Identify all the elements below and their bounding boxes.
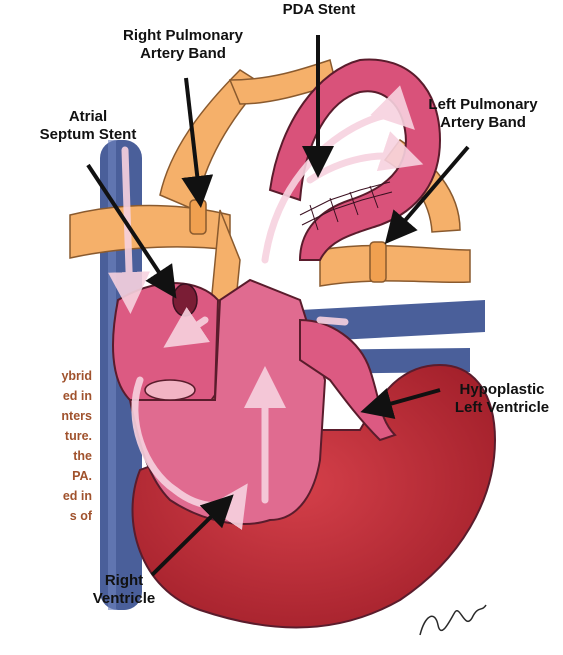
caption-fragment: ybrid ed in nters ture. the PA. ed in s … [0, 366, 92, 526]
caption-line: PA. [0, 466, 92, 486]
label-rv-line2: Ventricle [84, 590, 164, 608]
label-hlv-line1: Hypoplastic [442, 381, 562, 399]
tricuspid-valve [145, 380, 195, 400]
caption-line: ybrid [0, 366, 92, 386]
label-right-pulmonary-artery-band: Right Pulmonary Artery Band [98, 27, 268, 63]
label-right-ventricle: Right Ventricle [84, 572, 164, 608]
caption-line: ture. [0, 426, 92, 446]
artist-signature [420, 605, 486, 635]
label-lpab-line2: Artery Band [408, 114, 558, 132]
label-rpab-line1: Right Pulmonary [98, 27, 268, 45]
label-pda-stent-text: PDA Stent [274, 1, 364, 19]
label-atrial-septum-stent: Atrial Septum Stent [22, 108, 154, 144]
caption-line: ed in [0, 486, 92, 506]
label-ass-line2: Septum Stent [22, 126, 154, 144]
label-ass-line1: Atrial [22, 108, 154, 126]
label-rv-line1: Right [84, 572, 164, 590]
label-left-pulmonary-artery-band: Left Pulmonary Artery Band [408, 96, 558, 132]
label-lpab-line1: Left Pulmonary [408, 96, 558, 114]
label-rpab-line2: Artery Band [98, 45, 268, 63]
label-pda-stent: PDA Stent [274, 1, 364, 19]
label-hypoplastic-left-ventricle: Hypoplastic Left Ventricle [442, 381, 562, 417]
caption-line: the [0, 446, 92, 466]
caption-line: ed in [0, 386, 92, 406]
label-hlv-line2: Left Ventricle [442, 399, 562, 417]
caption-line: s of [0, 506, 92, 526]
atrial-septum-stent [173, 284, 197, 316]
caption-line: nters [0, 406, 92, 426]
